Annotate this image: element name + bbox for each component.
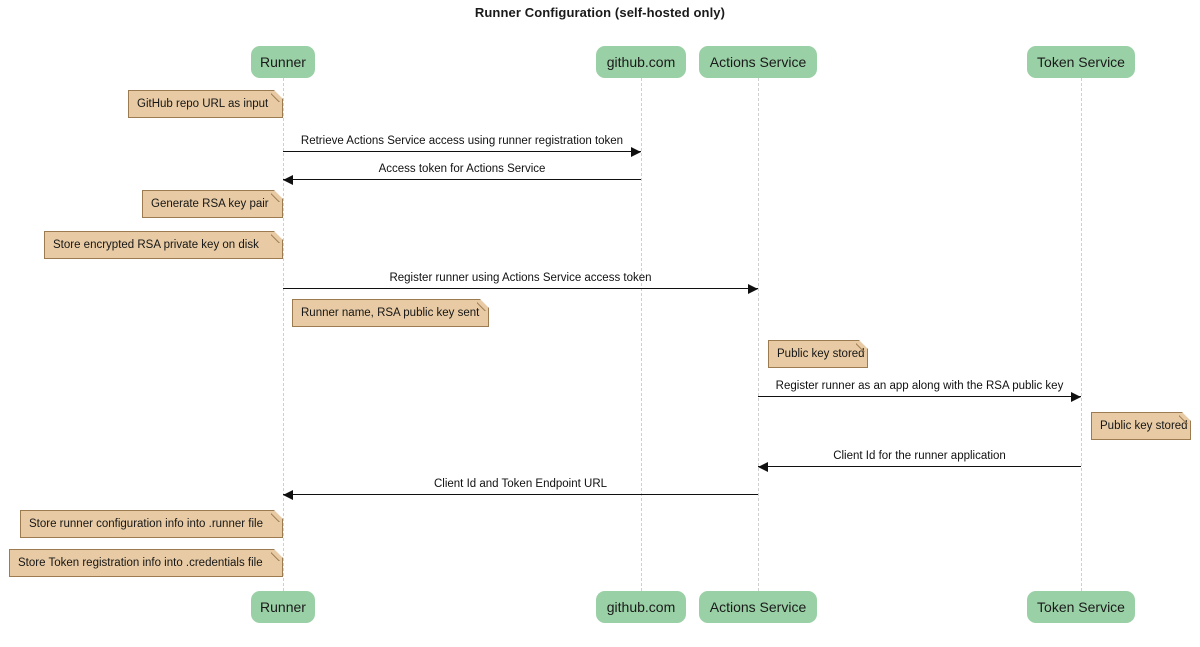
participant-runner-bottom[interactable]: Runner bbox=[251, 591, 315, 623]
participant-actions-top[interactable]: Actions Service bbox=[699, 46, 817, 78]
arrowhead-right bbox=[631, 146, 641, 157]
arrowhead-right bbox=[748, 283, 758, 294]
participant-actions-bottom[interactable]: Actions Service bbox=[699, 591, 817, 623]
participant-label: Token Service bbox=[1037, 599, 1125, 615]
note: Generate RSA key pair bbox=[142, 190, 283, 218]
participant-label: Token Service bbox=[1037, 54, 1125, 70]
lifeline-runner bbox=[283, 78, 284, 591]
page-title: Runner Configuration (self-hosted only) bbox=[474, 5, 726, 20]
message-label: Client Id and Token Endpoint URL bbox=[433, 478, 608, 490]
note-fold-edge-icon bbox=[1179, 412, 1191, 424]
lifeline-actions bbox=[758, 78, 759, 591]
arrowhead-left bbox=[283, 174, 293, 185]
note: Runner name, RSA public key sent bbox=[292, 299, 489, 327]
note-text: GitHub repo URL as input bbox=[137, 98, 269, 110]
message-line-1 bbox=[283, 151, 641, 152]
note-text: Store encrypted RSA private key on disk bbox=[53, 239, 259, 251]
participant-runner-top[interactable]: Runner bbox=[251, 46, 315, 78]
note-fold-edge-icon bbox=[271, 231, 283, 243]
note: GitHub repo URL as input bbox=[128, 90, 283, 118]
participant-label: Runner bbox=[260, 54, 306, 70]
message-label: Client Id for the runner application bbox=[833, 450, 1006, 462]
participant-label: github.com bbox=[606, 599, 676, 615]
message-label: Retrieve Actions Service access using ru… bbox=[300, 135, 624, 147]
message-line-4 bbox=[758, 396, 1081, 397]
participant-label: Actions Service bbox=[709, 54, 807, 70]
arrowhead-left bbox=[283, 489, 293, 500]
participant-token-bottom[interactable]: Token Service bbox=[1027, 591, 1135, 623]
participant-label: github.com bbox=[606, 54, 676, 70]
note-text: Store Token registration info into .cred… bbox=[18, 557, 263, 569]
message-line-5 bbox=[758, 466, 1081, 467]
note: Public key stored bbox=[768, 340, 868, 368]
note-fold-edge-icon bbox=[477, 299, 489, 311]
message-line-3 bbox=[283, 288, 758, 289]
arrowhead-right bbox=[1071, 391, 1081, 402]
note-text: Public key stored bbox=[1100, 420, 1188, 432]
message-label: Register runner using Actions Service ac… bbox=[389, 272, 652, 284]
note-text: Generate RSA key pair bbox=[151, 198, 269, 210]
note-fold-edge-icon bbox=[271, 549, 283, 561]
note-fold-edge-icon bbox=[271, 90, 283, 102]
note: Store Token registration info into .cred… bbox=[9, 549, 283, 577]
note-fold-edge-icon bbox=[271, 510, 283, 522]
participant-label: Runner bbox=[260, 599, 306, 615]
note: Store encrypted RSA private key on disk bbox=[44, 231, 283, 259]
lifeline-github bbox=[641, 78, 642, 591]
participant-token-top[interactable]: Token Service bbox=[1027, 46, 1135, 78]
note-fold-edge-icon bbox=[271, 190, 283, 202]
message-line-6 bbox=[283, 494, 758, 495]
message-label: Register runner as an app along with the… bbox=[775, 380, 1064, 392]
participant-github-bottom[interactable]: github.com bbox=[596, 591, 686, 623]
note: Public key stored bbox=[1091, 412, 1191, 440]
note-text: Store runner configuration info into .ru… bbox=[29, 518, 263, 530]
participant-github-top[interactable]: github.com bbox=[596, 46, 686, 78]
note-text: Public key stored bbox=[777, 348, 865, 360]
participant-label: Actions Service bbox=[709, 599, 807, 615]
message-label: Access token for Actions Service bbox=[378, 163, 546, 175]
note: Store runner configuration info into .ru… bbox=[20, 510, 283, 538]
note-text: Runner name, RSA public key sent bbox=[301, 307, 480, 319]
lifeline-token bbox=[1081, 78, 1082, 591]
message-line-2 bbox=[283, 179, 641, 180]
note-fold-edge-icon bbox=[856, 340, 868, 352]
arrowhead-left bbox=[758, 461, 768, 472]
